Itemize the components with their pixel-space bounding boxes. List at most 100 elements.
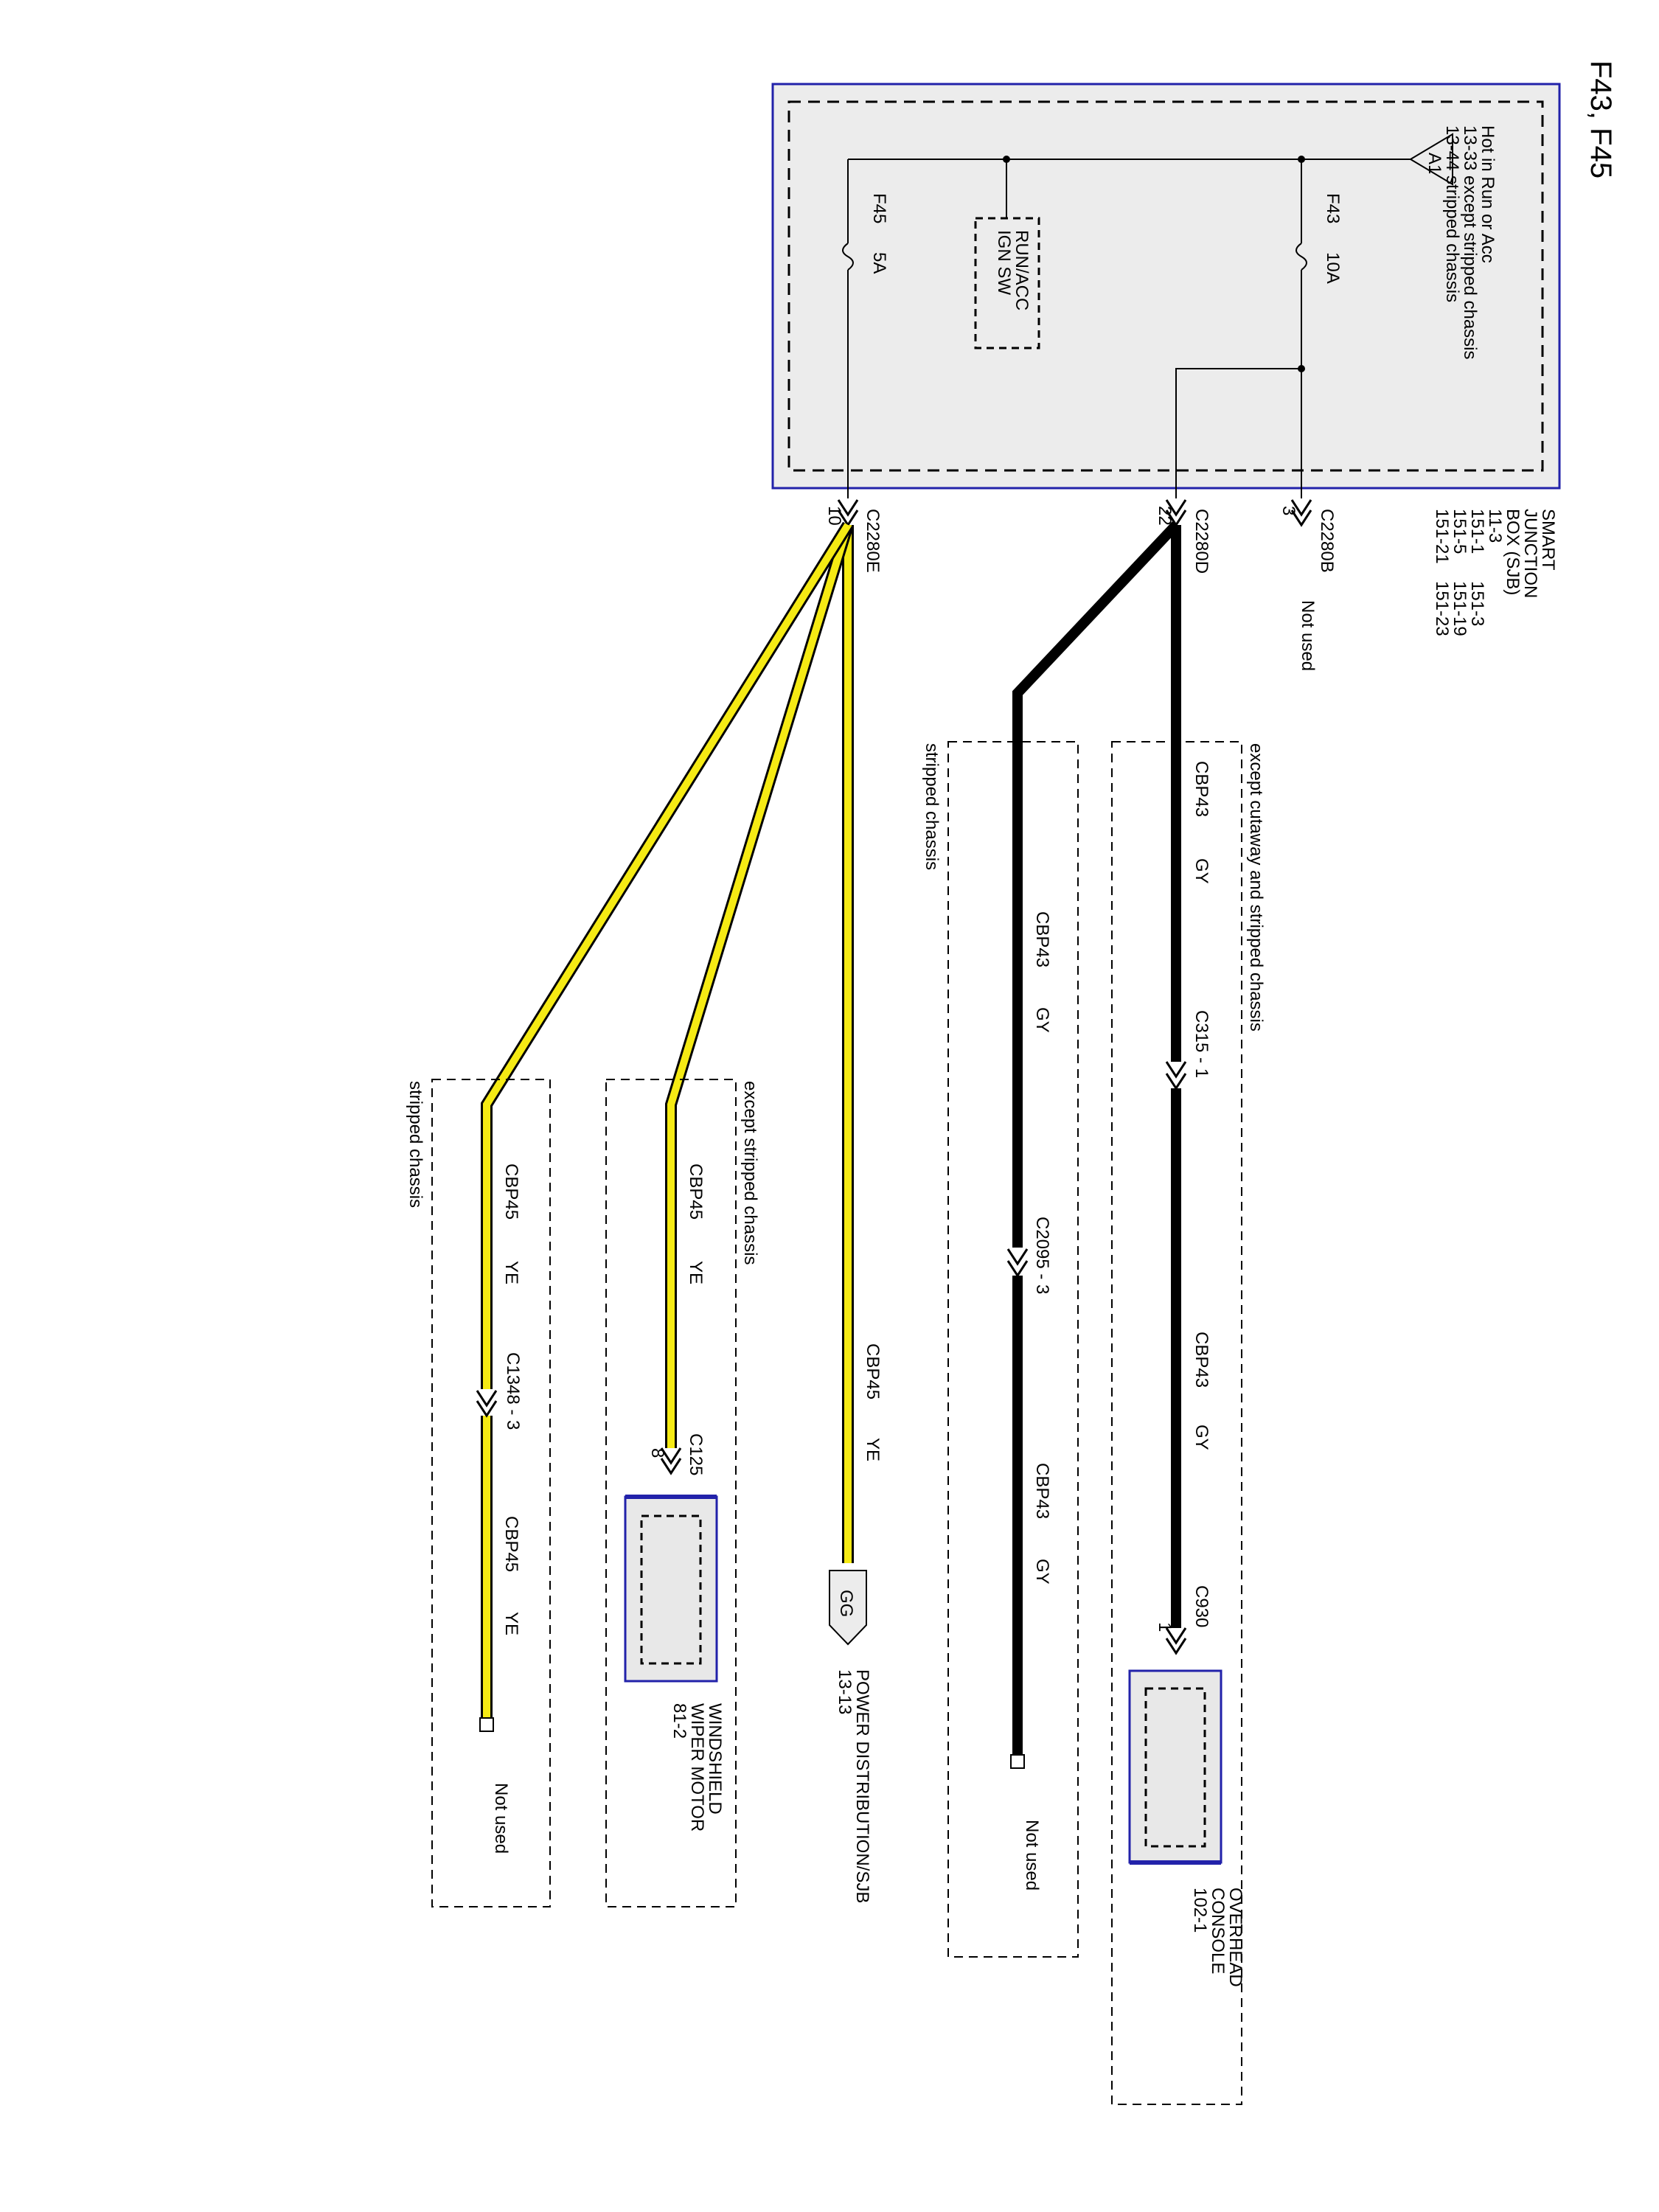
c2280e-pin: 10	[824, 506, 844, 526]
overhead-console-inner	[1144, 1687, 1206, 1848]
offpage-connector-label: GG	[836, 1590, 856, 1617]
overhead-console-label-3: 102-1	[1190, 1888, 1210, 1933]
connector-icon	[1165, 1638, 1187, 1655]
cbp43-circuit-label: CBP43	[1192, 761, 1211, 817]
sjb-ref-1: 11-3	[1485, 509, 1505, 543]
c930-name: C930	[1192, 1585, 1211, 1627]
power-distribution-ref: GG POWER DISTRIBUTION/SJB 13-13	[829, 1570, 872, 1903]
cbp45-wire-to-wiper	[667, 524, 852, 1448]
option-label-except-cutaway: except cutaway and stripped chassis	[1246, 743, 1266, 1032]
not-used-terminal	[479, 1717, 494, 1732]
f43-to-c2280d-wire	[1175, 368, 1301, 498]
cbp45-circuit	[481, 521, 854, 1725]
connector-icon	[660, 1458, 682, 1475]
page-title: F43, F45	[1585, 60, 1617, 178]
ign-switch-label-2: IGN SW	[994, 230, 1014, 295]
ign-switch-label-1: RUN/ACC	[1012, 230, 1032, 310]
connector-icon	[1006, 1260, 1029, 1278]
option-box-stripped-1	[947, 741, 1079, 1958]
cbp45-color-label: YE	[501, 1261, 521, 1284]
ign-switch	[974, 217, 1040, 349]
connector-c2095: C2095 - 3	[1006, 1217, 1052, 1294]
sjb-name-3: BOX (SJB)	[1503, 509, 1523, 595]
cbp43-circuit-label: CBP43	[1192, 1332, 1211, 1388]
power-source-label: A1	[1425, 153, 1444, 174]
connector-c2280d: C2280D 22	[1155, 499, 1211, 574]
cbp45-circuit-label: CBP45	[686, 1164, 706, 1220]
option-label-stripped-2: stripped chassis	[406, 1081, 425, 1208]
connector-icon	[1006, 1248, 1029, 1266]
sjb-name-1: SMART	[1538, 509, 1558, 571]
cbp45-color-label: YE	[686, 1261, 706, 1284]
wiper-motor-label-3: 81-2	[669, 1703, 689, 1739]
fuse-f43-name: F43	[1323, 193, 1343, 223]
sjb-ref-6: 151-19	[1450, 581, 1470, 636]
cbp43-circuit	[1012, 521, 1181, 1762]
c2280b-name: C2280B	[1317, 509, 1337, 573]
cbp45-wire-stripped	[483, 523, 852, 1389]
sjb-ref-7: 151-23	[1432, 581, 1452, 636]
offpage-connector-icon	[829, 1570, 867, 1646]
not-used-gy-label: Not used	[1022, 1820, 1042, 1891]
sjb-name-2: JUNCTION	[1520, 509, 1540, 598]
option-box-except-cutaway	[1111, 741, 1242, 2105]
cbp43-circuit-label: CBP43	[1032, 1463, 1052, 1519]
c2280d-name: C2280D	[1192, 509, 1211, 574]
sjb-ref-2: 151-1	[1467, 509, 1487, 554]
windshield-wiper-motor: WINDSHIELD WIPER MOTOR 81-2	[624, 1495, 725, 1832]
connector-icon	[1165, 499, 1187, 517]
power-desc-line-2: 13-33 except stripped chassis	[1460, 125, 1480, 360]
option-box-except-stripped	[605, 1079, 737, 1907]
option-label-except-stripped: except stripped chassis	[740, 1081, 760, 1265]
cbp45-color-label: YE	[863, 1438, 883, 1461]
cbp45-color-label: YE	[501, 1612, 521, 1635]
cbp43-wire-segment	[1012, 521, 1180, 1248]
cbp45-circuit-label: CBP45	[863, 1343, 883, 1399]
cbp45-circuit-label: CBP45	[501, 1516, 521, 1572]
c2095-name: C2095 - 3	[1032, 1217, 1052, 1294]
c2280b-status: Not used	[1298, 600, 1318, 671]
connector-c125: C125 8	[647, 1433, 706, 1475]
connector-icon	[476, 1400, 498, 1418]
sjb-ref-3: 151-5	[1450, 509, 1470, 554]
power-desc-line-3: 13-44 stripped chassis	[1442, 125, 1462, 302]
sjb-ref-5: 151-3	[1467, 581, 1487, 626]
c2280b-pin: 3	[1279, 506, 1298, 515]
cbp43-circuit-label: CBP43	[1032, 911, 1052, 967]
wiper-motor-box	[624, 1495, 718, 1683]
fuse-f43-rating: 10A	[1323, 252, 1343, 284]
connector-icon	[660, 1447, 682, 1465]
cbp43-color-label: GY	[1032, 1559, 1052, 1585]
overhead-console-label-2: CONSOLE	[1208, 1888, 1228, 1974]
cbp43-color-label: GY	[1032, 1007, 1052, 1033]
c1348-name: C1348 - 3	[503, 1352, 523, 1430]
fuse-f43-icon	[1295, 243, 1307, 271]
connector-c2280b: C2280B 3 Not used	[1279, 499, 1337, 671]
connector-icon	[1290, 499, 1312, 517]
smart-junction-box: A1 Hot in Run or Acc 13-33 except stripp…	[771, 83, 1561, 498]
connector-c930: C930 1	[1155, 1585, 1211, 1655]
wiper-motor-label-1: WINDSHIELD	[705, 1703, 725, 1815]
connector-c1348: C1348 - 3	[476, 1352, 523, 1430]
connector-icon	[1165, 1627, 1187, 1645]
connector-icon	[1290, 509, 1312, 527]
sjb-outline	[771, 83, 1561, 490]
power-source-icon	[1409, 133, 1453, 186]
wiper-motor-label-2: WIPER MOTOR	[687, 1703, 707, 1832]
cbp45-circuit-label: CBP45	[501, 1164, 521, 1220]
power-dist-label-1: POWER DISTRIBUTION/SJB	[852, 1669, 872, 1903]
c125-pin: 8	[647, 1448, 667, 1458]
sjb-ref-4: 151-21	[1432, 509, 1452, 564]
fuse-f45-icon	[842, 243, 854, 271]
c315-name: C315 - 1	[1192, 1010, 1211, 1078]
connector-icon	[837, 499, 859, 517]
sjb-inner-boundary	[787, 100, 1544, 472]
fuse-f45-rating: 5A	[869, 252, 889, 274]
option-label-stripped-1: stripped chassis	[922, 743, 942, 870]
c930-pin: 1	[1155, 1622, 1175, 1632]
connector-c315: C315 - 1	[1165, 1010, 1211, 1091]
c125-name: C125	[686, 1433, 706, 1475]
sjb-label-block: SMART JUNCTION BOX (SJB) 11-3 151-1 151-…	[1432, 509, 1558, 636]
